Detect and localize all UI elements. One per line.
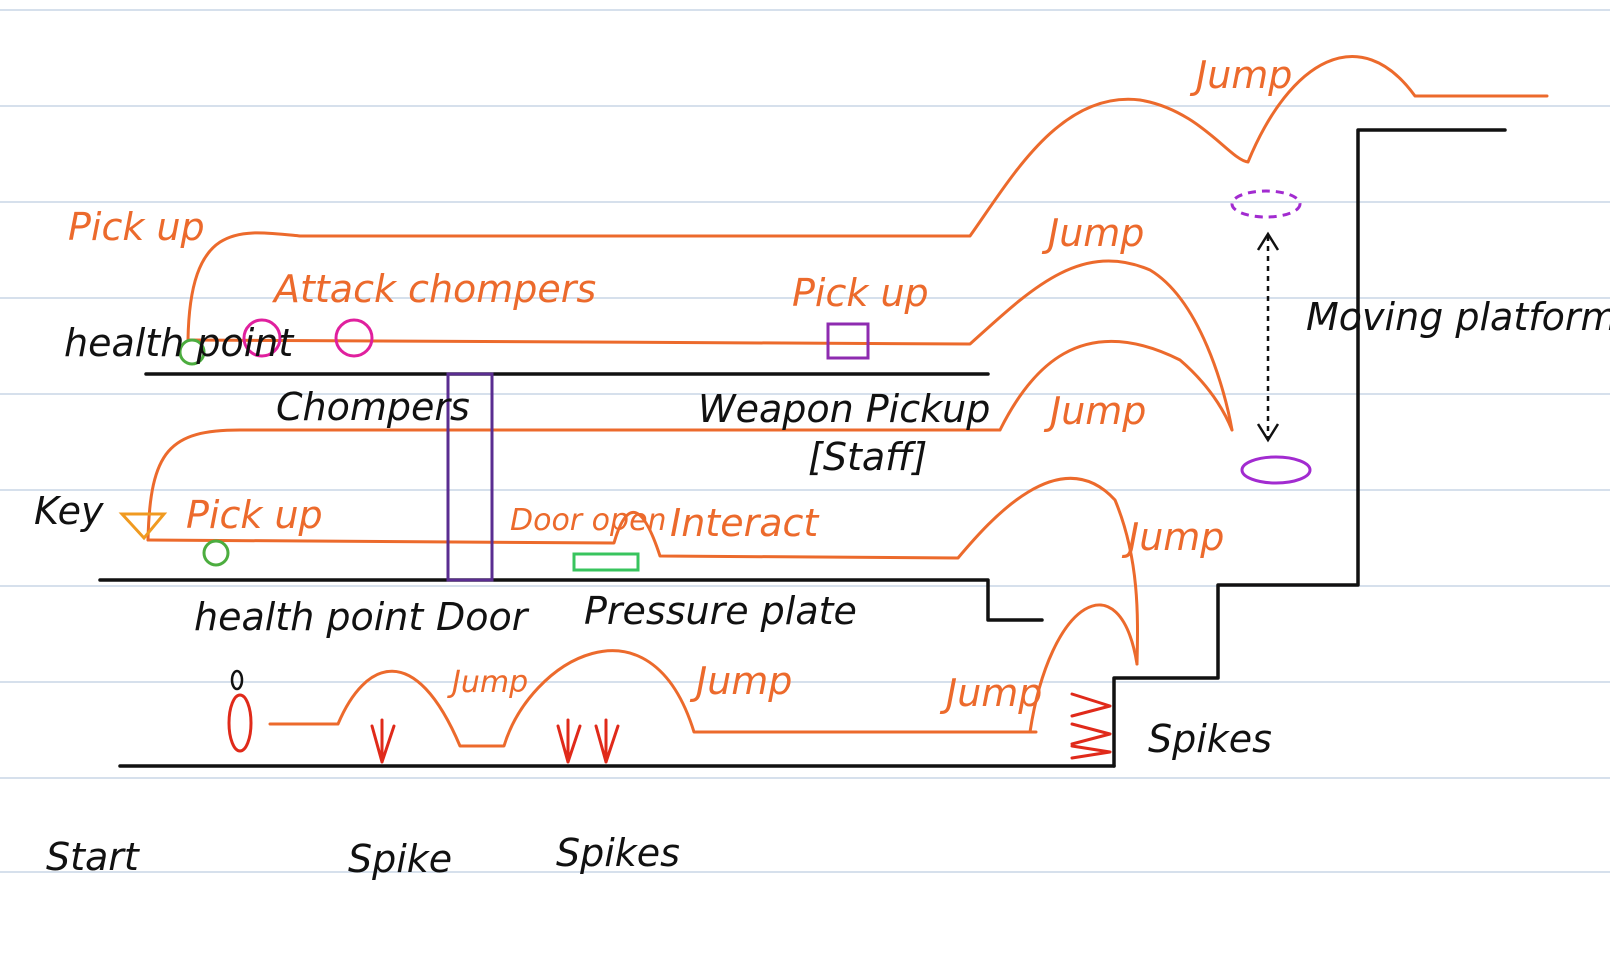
path-upper-floor bbox=[186, 259, 1234, 432]
label-weapon-staff: [Staff] bbox=[808, 435, 927, 479]
path-pickup-loop bbox=[186, 55, 1549, 342]
label-pick-up-weapon: Pick up bbox=[792, 271, 929, 315]
label-pressure-plate: Pressure plate bbox=[584, 589, 857, 633]
terrain bbox=[98, 128, 1507, 768]
label-moving-platform: Moving platform bbox=[1306, 295, 1610, 339]
door-rect bbox=[446, 372, 494, 582]
moving-platform-top bbox=[1230, 189, 1302, 219]
path-middle-floor bbox=[146, 476, 1140, 666]
label-weapon-pickup: Weapon Pickup bbox=[698, 387, 990, 431]
notebook-rules bbox=[0, 9, 1610, 873]
path-ground bbox=[268, 649, 1038, 748]
label-interact: Interact bbox=[670, 501, 820, 545]
label-door: Door bbox=[436, 595, 530, 639]
label-start: Start bbox=[46, 835, 141, 879]
label-spikes-floor: Spikes bbox=[556, 831, 680, 875]
label-jump-mid: Jump bbox=[1043, 389, 1146, 433]
label-pick-up-key: Pick up bbox=[186, 493, 323, 537]
label-key: Key bbox=[34, 489, 104, 533]
platform-motion-arrow bbox=[1256, 231, 1280, 443]
middle-floor-line bbox=[98, 578, 1044, 622]
label-jump-top: Jump bbox=[1189, 53, 1292, 97]
weapon-pickup-box bbox=[826, 322, 870, 360]
spike-3 bbox=[594, 718, 620, 764]
moving-platform-bottom bbox=[1240, 455, 1312, 485]
label-jump-upper: Jump bbox=[1041, 211, 1144, 255]
chomper-2 bbox=[334, 318, 374, 358]
label-jump-wall: Jump bbox=[1121, 515, 1224, 559]
wall-spikes bbox=[1070, 692, 1112, 760]
label-jump-floor-3: Jump bbox=[939, 671, 1042, 715]
label-chompers: Chompers bbox=[276, 385, 470, 429]
label-pick-up-top: Pick up bbox=[68, 205, 205, 249]
label-spikes-wall: Spikes bbox=[1148, 717, 1272, 761]
label-jump-floor-1: Jump bbox=[447, 665, 528, 700]
spike-1 bbox=[370, 718, 396, 764]
stairs-line bbox=[1112, 128, 1507, 768]
chomper-1 bbox=[242, 318, 282, 358]
player-body bbox=[227, 693, 253, 753]
spike-2 bbox=[556, 718, 582, 764]
action-labels: Pick up Attack chompers Pick up Pick up … bbox=[68, 53, 1292, 715]
spikes bbox=[370, 692, 1112, 764]
label-attack-chompers: Attack chompers bbox=[271, 267, 596, 311]
health-pickup-upper bbox=[178, 338, 206, 366]
label-door-open: Door open bbox=[510, 503, 667, 538]
path-backtrack-to-key bbox=[146, 340, 1234, 542]
player-head bbox=[230, 669, 244, 691]
player-path bbox=[146, 55, 1549, 748]
label-health-point-upper: health point bbox=[64, 321, 295, 365]
label-spike: Spike bbox=[348, 837, 452, 881]
label-jump-floor-2: Jump bbox=[689, 659, 792, 703]
pressure-plate-rect bbox=[572, 552, 640, 572]
path-jump-to-middle bbox=[1028, 603, 1139, 734]
key-triangle bbox=[118, 512, 168, 541]
health-pickup-lower bbox=[202, 539, 230, 567]
label-health-point-lower: health point bbox=[194, 595, 425, 639]
black-labels: health point Chompers Weapon Pickup [Sta… bbox=[34, 295, 1610, 881]
objects bbox=[118, 189, 1312, 753]
player-figure bbox=[227, 669, 253, 753]
